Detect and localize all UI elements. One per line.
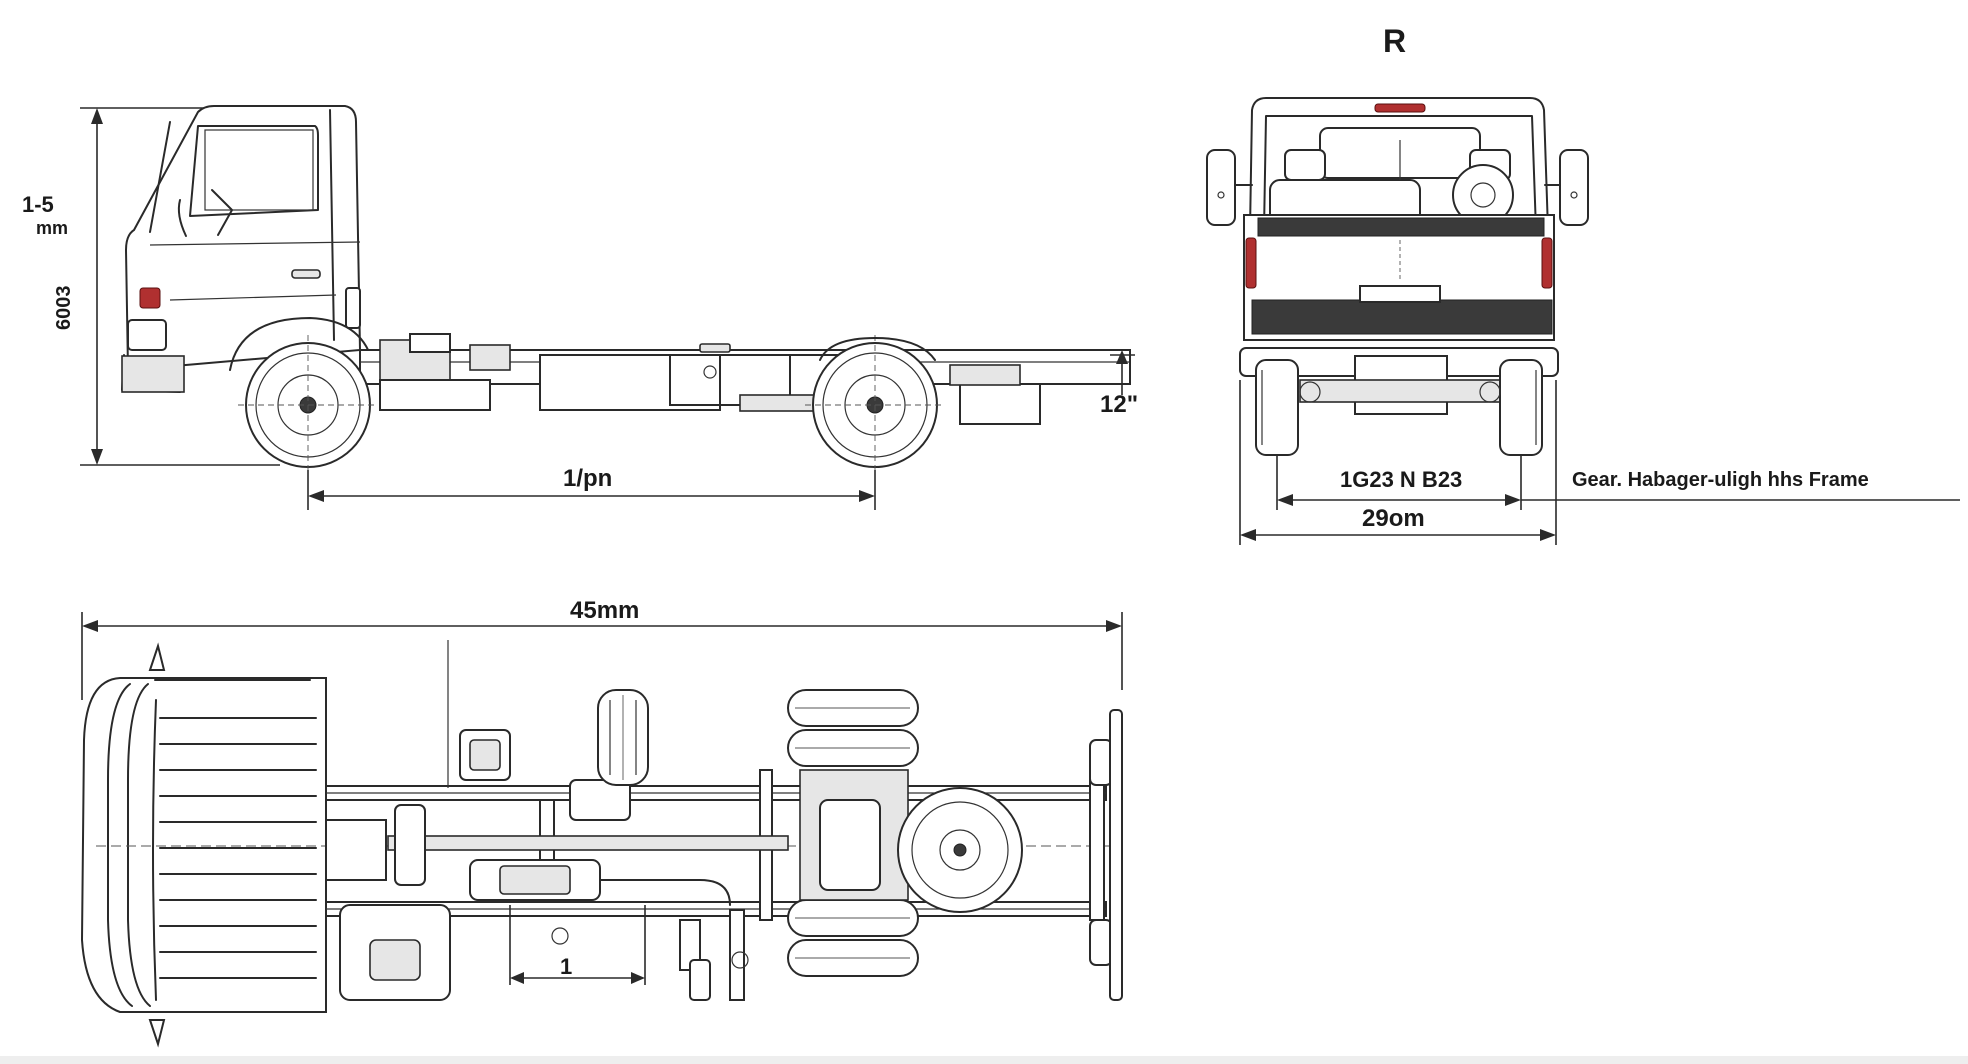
rear-track-dimension (1276, 455, 1522, 510)
overall-length-dimension (81, 612, 1123, 700)
side-view: 1-5 mm 6003 (22, 105, 1138, 510)
frame-height-dimension (1110, 350, 1135, 395)
side-frame (359, 333, 1131, 425)
small-dimension (509, 905, 646, 985)
cab-top (80, 642, 1120, 1048)
rear-view-label: R (1383, 23, 1406, 59)
spare-wheel-rear (897, 787, 1023, 913)
rear-width-dimension (1239, 380, 1557, 545)
cab-side (121, 105, 362, 393)
top-view: 45mm (80, 597, 1123, 1048)
wheelbase-label: 1/pn (563, 465, 612, 492)
height-label-value: 6003 (53, 286, 75, 331)
frame-height-label: 12" (1100, 391, 1138, 418)
mirror-left (1206, 149, 1253, 226)
rear-wheel (805, 335, 945, 475)
drivetrain-components (325, 729, 789, 1001)
rear-width-label: 29om (1362, 505, 1425, 532)
mirror-right (1544, 149, 1589, 226)
rear-track-label: 1G23 N B23 (1340, 467, 1462, 492)
bottom-edge-strip (0, 1056, 1968, 1064)
height-label-top: 1-5 (22, 192, 54, 217)
frame-callout-label: Gear. Habager-uligh hhs Frame (1572, 469, 1869, 491)
front-wheel-arch (229, 317, 373, 371)
small-dimension-label: 1 (560, 954, 572, 979)
cab-roof-ribs (159, 717, 317, 979)
rear-view: R (1206, 23, 1960, 545)
height-label-unit: mm (36, 218, 68, 238)
overall-length-label: 45mm (570, 597, 639, 624)
wheelbase-dimension (307, 470, 876, 510)
front-wheel (238, 335, 378, 475)
spare-tire-front (597, 689, 649, 786)
rear-dual-tires-top (787, 689, 919, 977)
